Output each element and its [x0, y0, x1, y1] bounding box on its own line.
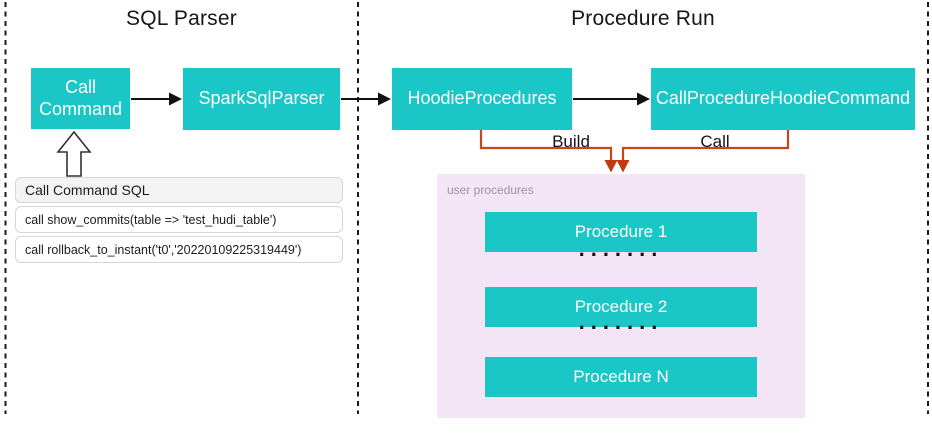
ellipsis-dots: .......: [578, 236, 664, 261]
call-command-sql-panel: Call Command SQL call show_commits(table…: [15, 177, 343, 263]
edge-label-call: Call: [700, 132, 730, 151]
section-title-procedure-run: Procedure Run: [571, 7, 715, 30]
node-sparksqlparser: SparkSqlParser: [183, 68, 340, 130]
connector-build-arrowhead: [604, 160, 618, 173]
block-arrow-up: [56, 130, 92, 177]
edge-label-build: Build: [552, 132, 590, 151]
procedure-box-2: Procedure 2: [485, 287, 757, 327]
sql-statement-row: call rollback_to_instant('t0','202201092…: [15, 236, 343, 263]
user-procedures-panel: user procedures Procedure 1 ....... Proc…: [437, 174, 805, 418]
procedure-box-n: Procedure N: [485, 357, 757, 397]
sql-statement-row: call show_commits(table => 'test_hudi_ta…: [15, 206, 343, 233]
user-procedures-label: user procedures: [447, 183, 534, 197]
node-hoodieprocedures: HoodieProcedures: [392, 68, 572, 130]
ellipsis-dots: .......: [578, 309, 664, 334]
section-title-sql-parser: SQL Parser: [126, 7, 237, 30]
node-callprocedurehoodiecommand: CallProcedureHoodieCommand: [651, 68, 915, 130]
sql-panel-title: Call Command SQL: [15, 177, 343, 203]
connector-call-arrowhead: [616, 160, 630, 173]
node-call-command: Call Command: [31, 68, 130, 129]
procedure-box-1: Procedure 1: [485, 212, 757, 252]
